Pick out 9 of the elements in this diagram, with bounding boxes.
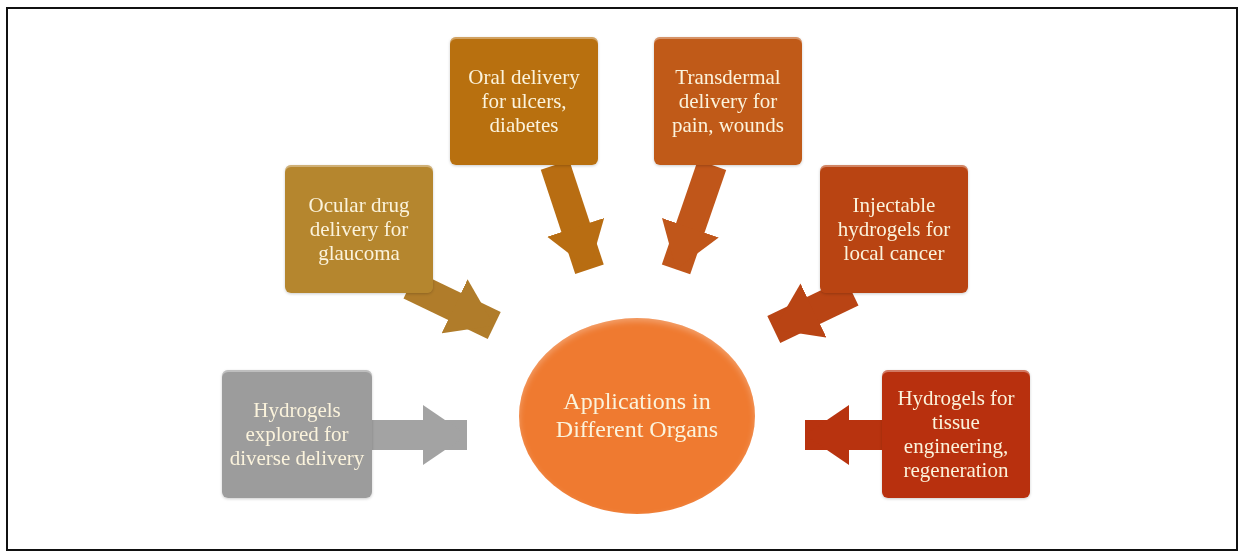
- topic-box: Oral delivery for ulcers, diabetes: [450, 37, 598, 165]
- block-arrow: [372, 405, 467, 465]
- central-circle: Applications in Different Organs: [519, 318, 755, 514]
- topic-box: Hydrogels explored for diverse delivery: [222, 370, 372, 498]
- topic-box: Transdermal delivery for pain, wounds: [654, 37, 802, 165]
- block-arrow: [805, 405, 882, 465]
- topic-box: Injectable hydrogels for local cancer: [820, 165, 968, 293]
- topic-box: Hydrogels for tissue engineering, regeneration: [882, 370, 1030, 498]
- topic-box: Ocular drug delivery for glaucoma: [285, 165, 433, 293]
